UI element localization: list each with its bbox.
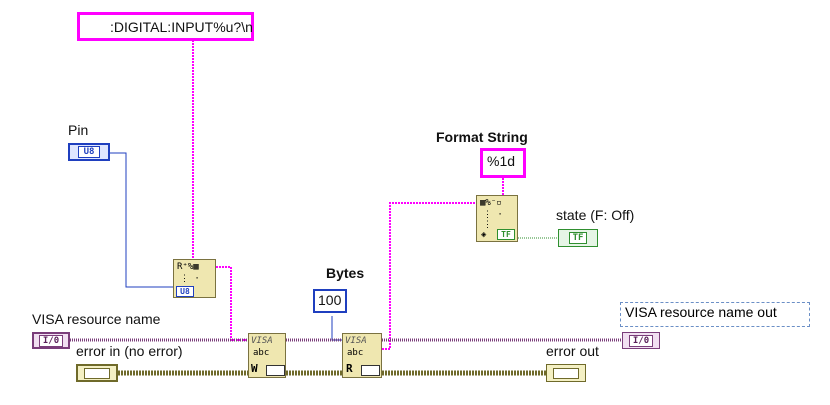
- error-cluster-icon: [84, 368, 110, 379]
- format-into-string-node[interactable]: R⁺%▦ ⋮ · U8: [173, 259, 216, 298]
- visa-resource-name-out-indicator[interactable]: I/0: [622, 332, 660, 349]
- visa-read-label: R: [346, 362, 353, 375]
- scan-out-type-label: TF: [497, 229, 515, 240]
- error-in-terminal[interactable]: [76, 364, 118, 382]
- state-indicator[interactable]: TF: [558, 229, 598, 247]
- wire-formatted-command: [216, 266, 248, 341]
- wire-pin: [110, 152, 173, 288]
- visa-write-abc: abc: [253, 348, 270, 358]
- pin-label: Pin: [68, 122, 89, 138]
- state-label: state (F: Off): [556, 207, 635, 223]
- visa-read-glyph: VISA: [345, 336, 367, 346]
- pin-type-label: U8: [77, 146, 101, 158]
- format-string-constant[interactable]: %1d: [480, 148, 526, 178]
- scan-glyph-icon: ▦%⁻▫: [480, 198, 502, 208]
- command-string-text: :DIGITAL:INPUT%u?\n: [110, 19, 253, 35]
- bytes-constant[interactable]: 100: [313, 289, 347, 313]
- format-dots-icon: ⋮ ·: [180, 274, 200, 284]
- error-in-label: error in (no error): [76, 343, 183, 359]
- visa-in-type-label: I/0: [38, 335, 64, 347]
- visa-write-error-icon: [266, 365, 285, 376]
- visa-out-type-label: I/0: [628, 335, 654, 347]
- error-out-label: error out: [546, 343, 599, 359]
- wire-bytes: [331, 316, 342, 341]
- visa-write-node[interactable]: VISA abc W: [248, 333, 286, 378]
- scan-from-string-node[interactable]: ▦%⁻▫ ⋮ · ⋮ ◈ TF: [476, 195, 518, 242]
- visa-write-label: W: [251, 362, 258, 375]
- error-out-indicator[interactable]: [546, 364, 586, 382]
- scan-diamond-icon: ◈: [481, 230, 487, 240]
- bytes-label: Bytes: [326, 265, 365, 281]
- format-string-label: Format String: [436, 129, 528, 145]
- visa-resource-name-terminal[interactable]: I/0: [32, 332, 70, 349]
- visa-resource-name-label: VISA resource name: [32, 311, 161, 327]
- visa-read-error-icon: [361, 365, 380, 376]
- visa-read-node[interactable]: VISA abc R: [342, 333, 382, 378]
- format-in-type-label: U8: [176, 286, 194, 297]
- visa-resource-name-out-label: VISA resource name out: [620, 302, 810, 327]
- command-string-constant[interactable]: :DIGITAL:INPUT%u?\n: [77, 12, 254, 41]
- format-string-text: %1d: [487, 153, 516, 169]
- visa-read-abc: abc: [347, 348, 364, 358]
- scan-dots-icon: ⋮ · ⋮: [483, 210, 503, 230]
- pin-terminal[interactable]: U8: [68, 143, 110, 161]
- error-out-cluster-icon: [553, 368, 579, 379]
- wire-read-buffer: [382, 202, 476, 350]
- format-glyph-icon: R⁺%▦: [177, 262, 199, 272]
- state-type-label: TF: [568, 232, 588, 244]
- visa-write-glyph: VISA: [251, 336, 273, 346]
